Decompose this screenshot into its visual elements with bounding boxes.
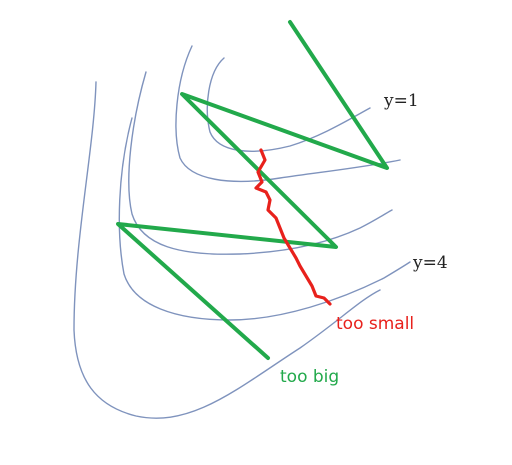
small-step-path — [254, 148, 332, 306]
too-big-label: too big — [280, 367, 339, 387]
too-small-label: too small — [336, 314, 414, 334]
contour-line-3 — [128, 71, 393, 255]
contour-line-y4 — [118, 117, 411, 321]
contour-label-y1: y=1 — [383, 91, 419, 111]
contour-line-2 — [175, 45, 401, 183]
contour-line-outer — [73, 81, 381, 419]
contour-label-y4: y=4 — [412, 253, 448, 273]
